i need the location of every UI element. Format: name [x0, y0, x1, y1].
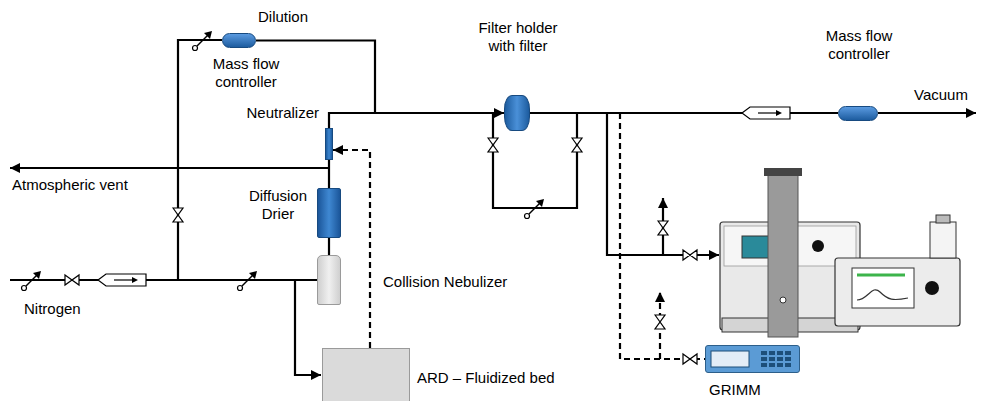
device-screen — [711, 351, 749, 367]
component-label: Mass flow controller — [809, 27, 909, 63]
device-key — [761, 357, 767, 361]
pipe-label: Atmospheric vent — [12, 176, 128, 194]
diffusion-drier: Diffusion Drier — [317, 188, 341, 238]
vacuum-pipe — [878, 112, 976, 114]
device-key — [761, 351, 767, 355]
device-key — [777, 363, 783, 367]
inline-filter — [742, 107, 790, 119]
valve-symbol — [488, 138, 498, 152]
valve-symbol — [683, 354, 697, 364]
collision-nebulizer: Collision Nebulizer — [317, 255, 341, 305]
component-label: GRIMM — [709, 381, 761, 399]
instrument-knob — [812, 240, 824, 252]
mass-flow-controller: Mass flow controller — [222, 33, 256, 48]
instrument-pipe — [607, 113, 719, 255]
valve-symbol — [655, 315, 665, 329]
valve-symbol — [173, 208, 183, 222]
component-label: Mass flow controller — [196, 55, 296, 91]
regulator-symbol — [525, 199, 545, 219]
inline-filter — [98, 274, 146, 286]
component-label: Collision Nebulizer — [383, 273, 507, 291]
valve-symbol — [65, 275, 79, 285]
screen-curve — [857, 290, 908, 300]
analyzer-screen — [852, 268, 914, 308]
device-key — [785, 357, 791, 361]
valve-symbol — [572, 138, 582, 152]
component-label: Diffusion Drier — [239, 187, 317, 223]
valve-symbol — [683, 250, 697, 260]
component-label: ARD – Fluidized bed — [417, 369, 555, 387]
device-key — [761, 363, 767, 367]
pipe-label: Dilution — [258, 8, 308, 26]
analyzer-housing — [835, 258, 960, 326]
filter-holder: Filter holder with filter — [504, 95, 530, 131]
column-port — [780, 297, 786, 303]
regulator-symbol — [238, 271, 258, 291]
device-key — [769, 357, 775, 361]
flow-pipe — [328, 238, 330, 255]
device-key — [777, 357, 783, 361]
component-label: Neutralizer — [246, 104, 319, 122]
device-key — [769, 351, 775, 355]
instrument-column — [768, 174, 798, 337]
neutralizer: Neutralizer — [325, 128, 333, 160]
component-label: Filter holder with filter — [463, 19, 573, 55]
aerosol-line — [333, 150, 370, 348]
flow-pipe — [329, 113, 504, 128]
aerosol-line — [530, 113, 705, 359]
device-key — [777, 351, 783, 355]
fluidized-bed: ARD – Fluidized bed — [322, 348, 410, 401]
flow-pipe — [328, 160, 330, 188]
analyzer-knob — [925, 281, 939, 295]
device-key — [785, 363, 791, 367]
flow-pipe — [256, 41, 504, 114]
reservoir-bottle — [930, 222, 956, 258]
pipe-label: Nitrogen — [24, 300, 81, 318]
vent-pipe — [10, 167, 329, 169]
device-key — [769, 363, 775, 367]
regulator-symbol — [22, 271, 42, 291]
mass-flow-controller: Mass flow controller — [838, 106, 878, 121]
valve-symbol — [658, 221, 668, 235]
pipe-label: Vacuum — [914, 86, 968, 104]
particle-counter: GRIMM — [705, 345, 800, 373]
nitrogen-pipe — [10, 279, 317, 281]
screen-bar — [857, 274, 905, 277]
column-cap — [764, 168, 802, 176]
regulator-symbol — [193, 31, 213, 51]
device-face — [706, 346, 799, 372]
device-key — [785, 351, 791, 355]
bottle-cap — [936, 215, 950, 223]
